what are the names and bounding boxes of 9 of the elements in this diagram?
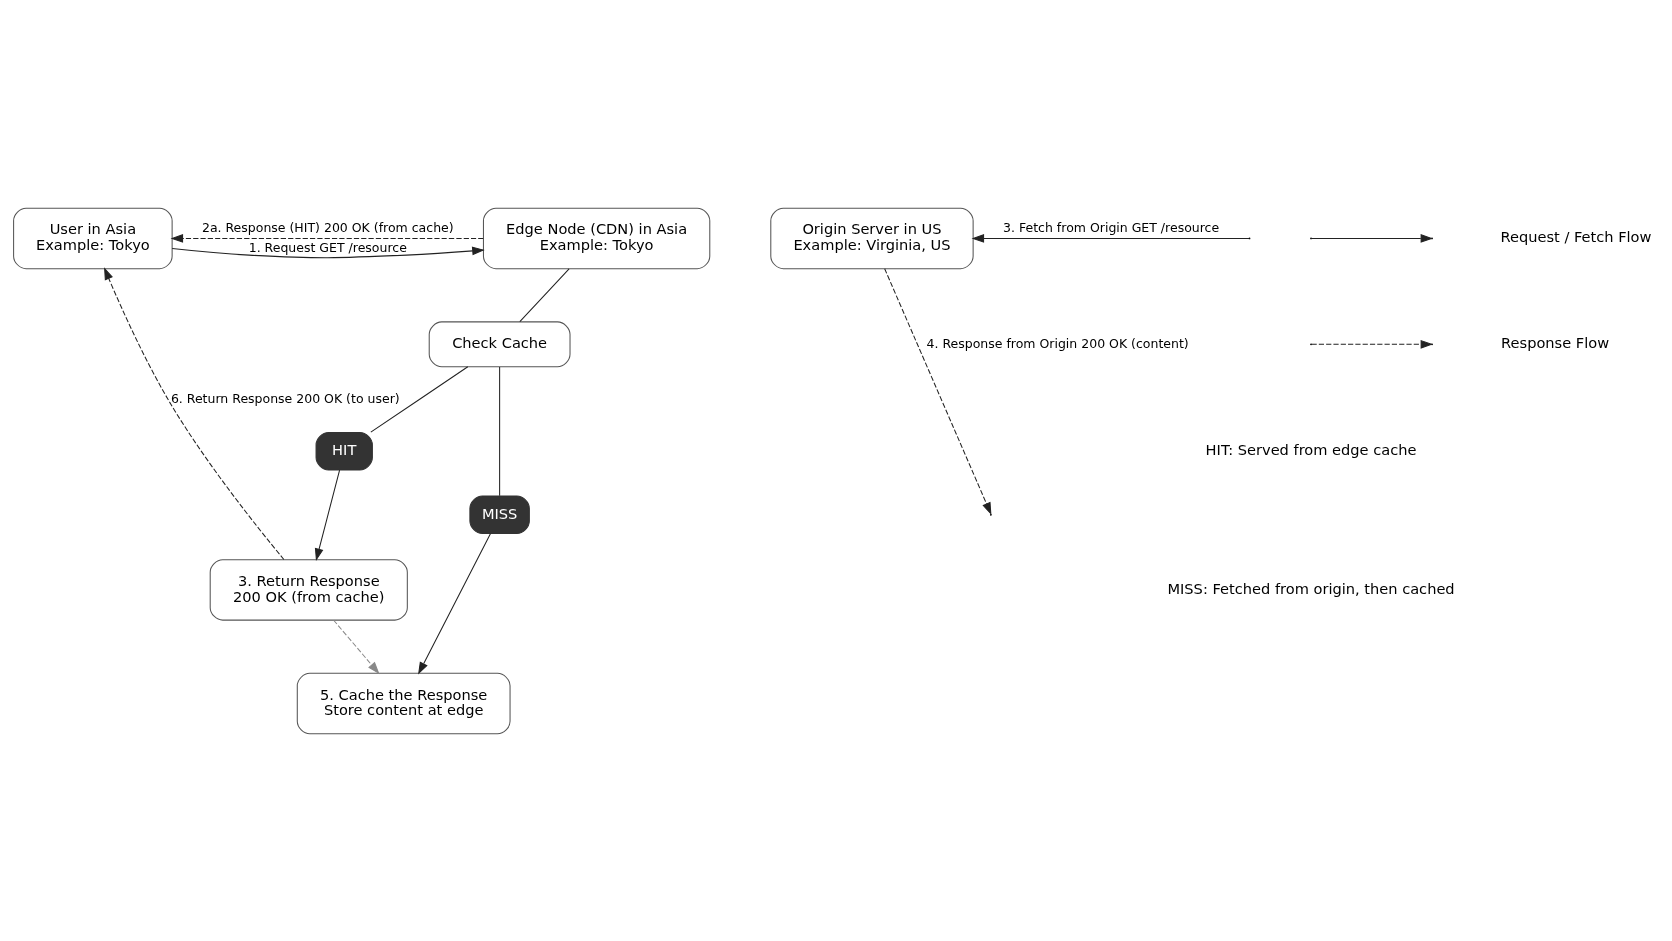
- legend-label: Response Flow: [1500, 333, 1609, 351]
- edge-label: 6. Return Response 200 OK (to user): [170, 390, 400, 406]
- label: MISS: Fetched from origin, then cached: [1166, 579, 1455, 597]
- edge-label: 4. Response from Origin 200 OK (content): [926, 335, 1189, 351]
- edge-label: 3. Fetch from Origin GET /resource: [1002, 219, 1219, 235]
- edge-label: 2a. Response (HIT) 200 OK (from cache): [201, 219, 454, 235]
- edge-label: 1. Request GET /resource: [248, 239, 407, 255]
- legend-label: Request / Fetch Flow: [1499, 227, 1651, 245]
- label: HIT: Served from edge cache: [1205, 440, 1416, 458]
